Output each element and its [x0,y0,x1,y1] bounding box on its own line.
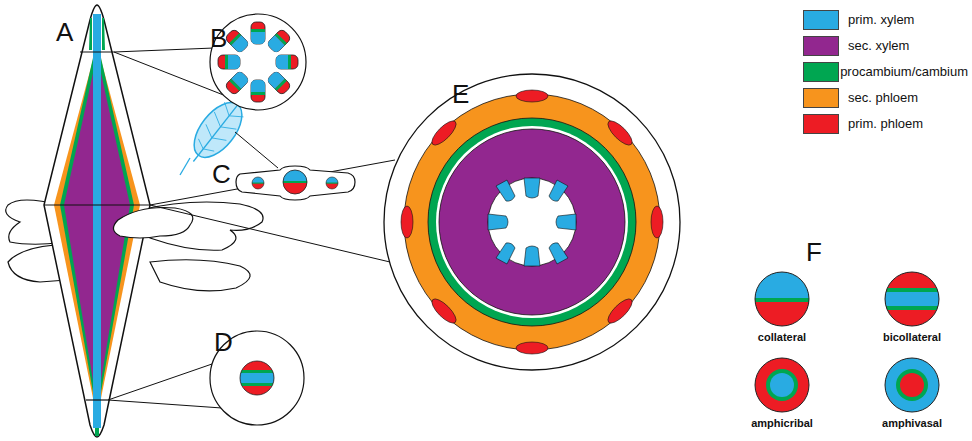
legend-swatch [803,88,839,108]
bundle-type-label: collateral [758,331,806,343]
bundle-type-label: amphivasal [882,417,942,429]
panel-letter: E [452,80,469,109]
bundle-type-label: amphicribal [751,417,813,429]
panel-letter: D [214,328,233,357]
bundle-type-label: bicollateral [883,331,941,343]
legend-swatch [803,36,839,56]
legend-text: prim. xylem [848,13,914,27]
panel-letter: B [210,24,227,53]
panel-letter: A [56,18,73,47]
legend-swatch [803,10,839,30]
legend-text: prim. phloem [848,117,923,131]
legend-text: sec. xylem [848,39,909,53]
legend-swatch [803,62,839,82]
legend-text: procambium/cambium [840,65,968,79]
legend-text: sec. phloem [848,91,918,105]
panel-letter: C [212,160,231,189]
legend-swatch [803,114,839,134]
panel-letter: F [806,238,822,267]
